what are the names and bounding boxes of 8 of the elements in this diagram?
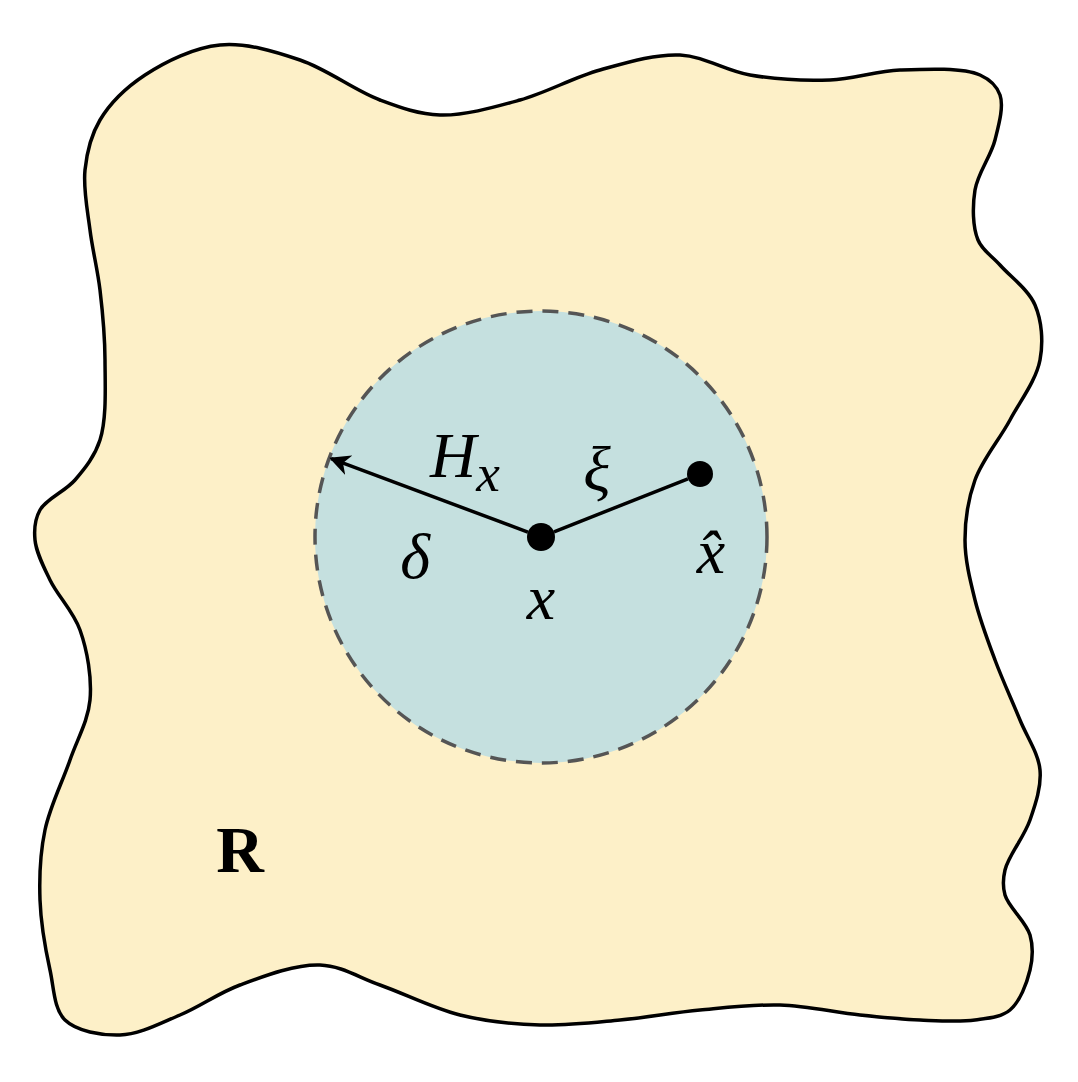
line <box>553 477 689 534</box>
arrow <box>329 455 529 534</box>
edge-label: ξ <box>583 438 611 502</box>
edge-label: δ <box>400 525 430 589</box>
point-label: x <box>526 566 556 630</box>
point-label: x̂ <box>696 520 726 584</box>
region-label: R <box>216 817 264 883</box>
horizon-label: H$_{x}$ <box>430 423 500 501</box>
